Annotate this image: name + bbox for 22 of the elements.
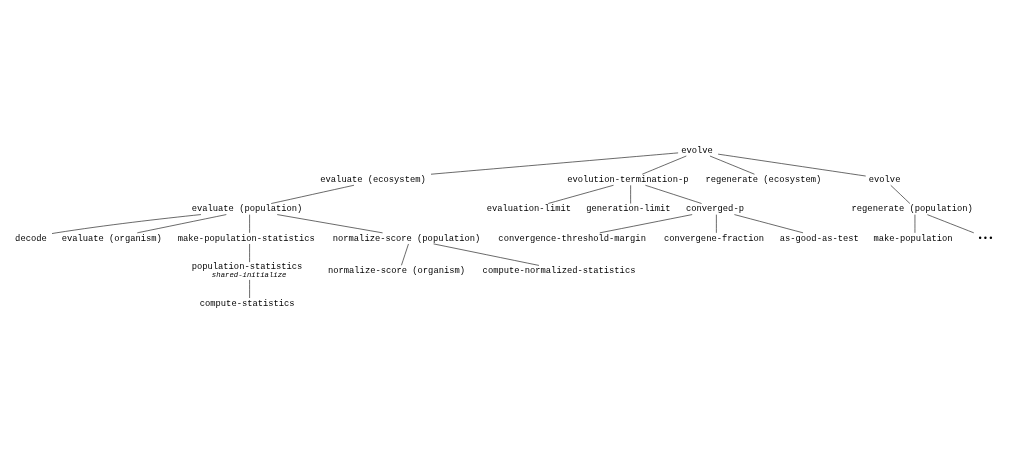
node-text: compute-normalized-statistics <box>482 265 636 276</box>
node-text: regenerate (ecosystem) <box>705 174 822 185</box>
node-text: generation-limit <box>586 203 671 214</box>
node-text: evaluate (population) <box>191 203 303 214</box>
node-text: compute-statistics <box>199 298 295 309</box>
node-text: evaluation-limit <box>486 203 571 214</box>
node-text: evaluate (ecosystem) <box>320 174 426 185</box>
node-text: regenerate (population) <box>851 203 973 214</box>
node-text: ••• <box>977 233 994 244</box>
node-text: converged-p <box>685 203 744 214</box>
node-text: decode <box>15 233 47 244</box>
node-text: convergence-threshold-margin <box>498 233 646 244</box>
node-text: normalize-score (population) <box>332 233 481 244</box>
node-text: as-good-as-test <box>779 233 859 244</box>
node-text: evolution-termination-p <box>567 174 689 185</box>
node-text: evolve <box>868 174 901 185</box>
node-text: make-population <box>873 233 953 244</box>
node-text: make-population-statistics <box>177 233 315 244</box>
node-text: evolve <box>681 145 713 156</box>
node-text: evaluate (organism) <box>61 233 162 244</box>
node-text: normalize-score (organism) <box>328 265 466 276</box>
node-text: convergene-fraction <box>663 233 765 244</box>
